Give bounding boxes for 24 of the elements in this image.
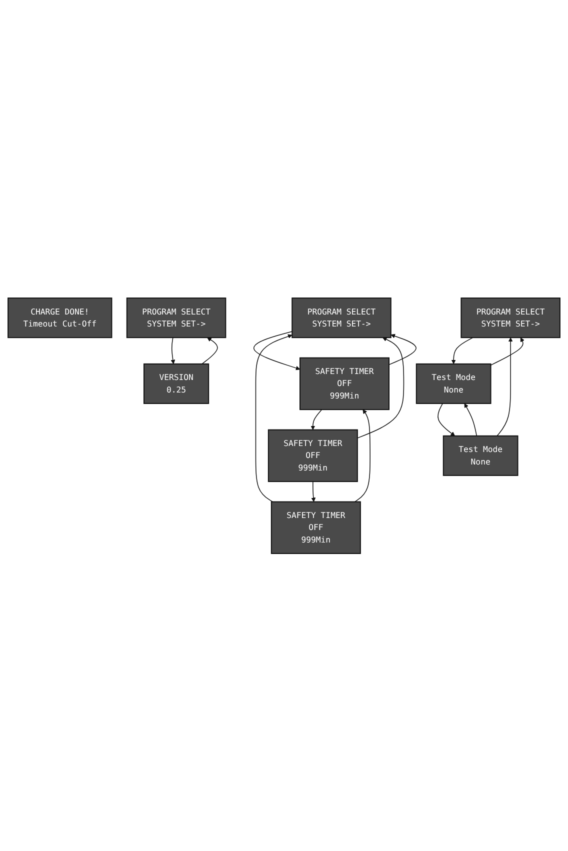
arrow: [255, 334, 292, 502]
node-box: Test Mode None: [442, 435, 518, 476]
arrow: [354, 409, 370, 502]
arrow: [438, 402, 456, 436]
node-box: Test Mode None: [416, 363, 492, 404]
arrow: [254, 330, 300, 370]
arrow: [451, 336, 474, 364]
node-box: CHARGE DONE! Timeout Cut-Off: [8, 297, 112, 338]
arrow: [311, 480, 316, 502]
arrow: [490, 337, 524, 366]
node-box: VERSION 0.25: [143, 363, 210, 404]
arrow: [464, 403, 478, 436]
arrow: [496, 337, 513, 436]
node-box: SAFETY TIMER OFF 999Min: [268, 429, 358, 482]
node-box: PROGRAM SELECT SYSTEM SET->: [460, 297, 560, 338]
arrow: [170, 336, 176, 364]
arrow: [388, 334, 416, 365]
node-box: SAFETY TIMER OFF 999Min: [300, 357, 390, 410]
node-box: PROGRAM SELECT SYSTEM SET->: [126, 297, 226, 338]
arrow: [202, 337, 218, 364]
node-box: SAFETY TIMER OFF 999Min: [270, 501, 361, 554]
node-box: PROGRAM SELECT SYSTEM SET->: [292, 297, 392, 338]
arrow: [357, 337, 404, 438]
arrow: [310, 408, 322, 430]
